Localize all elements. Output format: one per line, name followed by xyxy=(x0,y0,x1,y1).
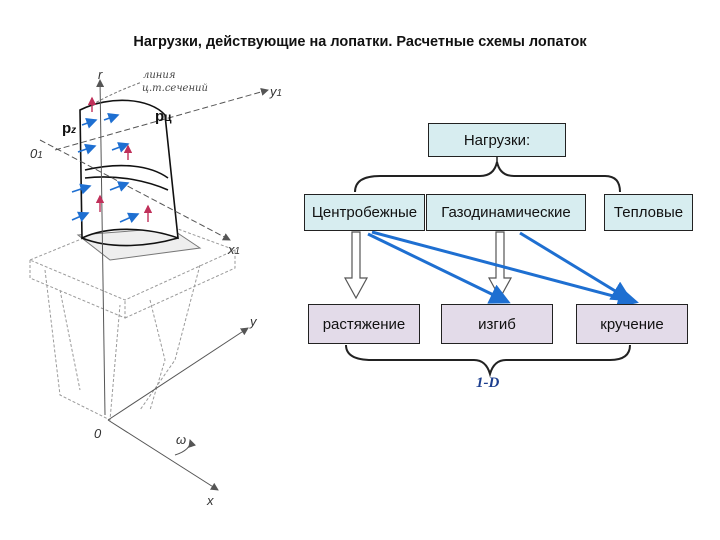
blue-arrows xyxy=(367,230,639,308)
axis-x-label: x xyxy=(207,493,214,508)
arrow-gas-torsion xyxy=(519,231,633,302)
force-pz-label: pz xyxy=(62,120,77,137)
arrow-centrifugal-torsion xyxy=(371,230,639,308)
loads-root-box: Нагрузки: xyxy=(428,123,566,157)
pressure-arrow xyxy=(119,212,140,224)
axis-x-line xyxy=(107,419,219,491)
axis-y-line xyxy=(107,327,249,421)
slide-title: Нагрузки, действующие на лопатки. Расчет… xyxy=(133,34,587,50)
disk-sector xyxy=(28,214,237,421)
load-type-gasdynamic: Газодинамические xyxy=(426,194,586,231)
omega-label: ω xyxy=(176,432,187,447)
hollow-arrow-stretch xyxy=(343,231,369,300)
load-type-thermal: Тепловые xyxy=(604,194,693,231)
effect-bending: изгиб xyxy=(441,304,553,344)
pressure-arrow xyxy=(81,117,98,129)
arrow-centrifugal-bend xyxy=(367,232,511,304)
axis-x1-label: x1 xyxy=(228,242,241,257)
top-brace xyxy=(354,161,621,193)
centroid-line-label-1: линия xyxy=(143,70,176,81)
load-type-centrifugal: Центробежные xyxy=(304,194,425,231)
axis-y1-line xyxy=(54,88,269,151)
pressure-arrow xyxy=(109,181,130,192)
pressure-arrow xyxy=(77,143,97,155)
pressure-arrow xyxy=(71,183,92,195)
model-1d-label: 1-D xyxy=(476,375,500,391)
bottom-brace xyxy=(345,344,631,378)
centroid-line-label-2: ц.т.сечений xyxy=(142,83,208,94)
axis-y-label: y xyxy=(250,314,257,329)
blade-sections xyxy=(81,164,179,247)
origin-o-label: 0 xyxy=(94,426,102,441)
centrifugal-arrows xyxy=(87,96,153,222)
omega-arrow xyxy=(174,439,197,456)
axis-r-line xyxy=(96,79,106,416)
axis-r-label: r xyxy=(98,67,103,82)
effect-stretching: растяжение xyxy=(308,304,420,344)
force-pc-label: pц xyxy=(155,108,172,125)
hollow-arrows xyxy=(343,231,513,300)
pressure-arrow xyxy=(103,112,120,124)
effect-torsion: кручение xyxy=(576,304,688,344)
pressure-arrow xyxy=(71,211,90,222)
origin-o1-label: 01 xyxy=(30,146,43,161)
axis-y1-label: y1 xyxy=(270,84,283,99)
